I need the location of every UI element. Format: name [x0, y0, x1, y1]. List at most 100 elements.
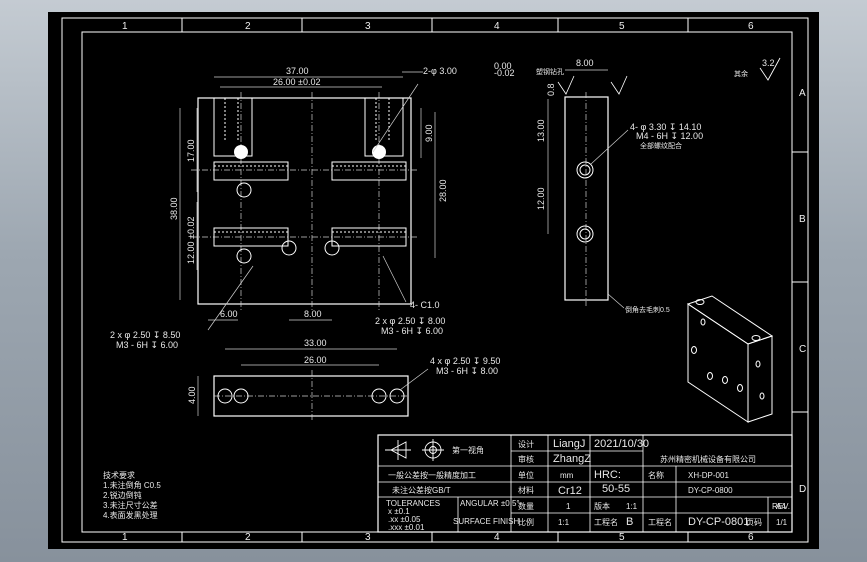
tol-line-2: 未注公差按GB/T	[392, 485, 451, 495]
grid-col-2-bottom: 2	[245, 532, 251, 543]
outer-frame	[61, 17, 809, 543]
drawing-no-2: DY-CP-0801	[688, 516, 749, 528]
note-2: 2.锐边倒钝	[103, 490, 142, 500]
tol-xx: .xx ±0.05	[388, 515, 421, 524]
title-block-grid	[378, 435, 792, 532]
dim-bottom-26: 26.00	[304, 355, 327, 365]
grid-row-d: D	[799, 484, 806, 495]
grid-col-5-top: 5	[619, 21, 625, 32]
grid-col-3-top: 3	[365, 21, 371, 32]
company-name: 苏州精密机械设备有限公司	[660, 454, 756, 464]
side-dim-12: 12.00	[536, 187, 546, 210]
bottom-holes	[217, 388, 405, 404]
dim-right-small: 9.00	[424, 124, 434, 142]
bottom-note-b: M3 - 6H ↧ 8.00	[436, 366, 498, 376]
side-dim-08: 0.8	[546, 83, 556, 96]
grid-labels: 1 2 3 4 5 6 1 2 3 4 5 6 A B C D	[122, 21, 806, 543]
side-view[interactable]: 8.00 13.00 12.00 0.8 4- φ 3.30 ↧ 14.10 M…	[536, 58, 703, 314]
isometric-view[interactable]	[686, 295, 774, 423]
side-note-a: 4- φ 3.30 ↧ 14.10	[630, 122, 701, 132]
grid-col-6-top: 6	[748, 21, 754, 32]
note-chamfer: 4- C1.0	[410, 300, 440, 310]
cad-viewport[interactable]: 1 2 3 4 5 6 1 2 3 4 5 6 A B C D	[48, 12, 819, 549]
sheet-value: 1/1	[776, 518, 788, 527]
roughness-label: 其余	[734, 69, 748, 78]
design-label: 设计	[518, 439, 534, 449]
material-value: Cr12	[558, 485, 582, 497]
dim-lower: 12.00 ±0.02	[186, 217, 196, 264]
dim-bottom-33: 33.00	[304, 338, 327, 348]
grid-col-6-bottom: 6	[748, 532, 754, 543]
front-view-outline	[197, 97, 412, 305]
grid-col-1-top: 1	[122, 21, 128, 32]
note-1: 1.未注倒角 C0.5	[103, 480, 161, 490]
front-view[interactable]: 37.00 26.00 ±0.02 0.00 -0.02 2-φ 3.00 塑钢…	[110, 61, 564, 350]
surface-roughness: 3.2 其余	[734, 57, 781, 81]
dim-overall-width: 37.00	[286, 66, 309, 76]
check-label: 审核	[518, 454, 534, 464]
unit-value: mm	[560, 471, 574, 480]
projection-label: 第一视角	[452, 445, 484, 455]
grid-col-4-bottom: 4	[494, 532, 500, 543]
grid-col-1-bottom: 1	[122, 532, 128, 543]
dim-overall-height: 38.00	[169, 197, 179, 220]
roughness-symbol	[759, 57, 781, 81]
dim-left-6: 6.00	[220, 309, 238, 319]
note-left-a: 2 x φ 2.50 ↧ 8.50	[110, 330, 180, 340]
pin-hole-right	[372, 145, 386, 159]
project-label: 工程名	[594, 517, 618, 527]
unit-label: 单位	[518, 470, 534, 480]
tolerances-label: TOLERANCES	[386, 499, 440, 508]
qty-label: 数量	[518, 501, 534, 511]
side-dim-lines	[547, 69, 629, 309]
side-note-c: 全部螺纹配合	[640, 141, 682, 150]
pin-hole-left	[234, 145, 248, 159]
roughness-value: 3.2	[762, 58, 775, 68]
grid-col-4-top: 4	[494, 21, 500, 32]
dim-hole-spacing: 26.00 ±0.02	[273, 77, 320, 87]
version-label: 版本	[594, 501, 610, 511]
bottom-dim-lines	[197, 348, 429, 416]
tol-x: x ±0.1	[388, 507, 410, 516]
note-right-a: 2 x φ 2.50 ↧ 8.00	[375, 316, 445, 326]
scale-value: 1:1	[558, 518, 570, 527]
grid-col-5-bottom: 5	[619, 532, 625, 543]
scale-value-2: 1:1	[626, 502, 638, 511]
side-dim-width: 8.00	[576, 58, 594, 68]
grid-col-2-top: 2	[245, 21, 251, 32]
projection-symbol	[385, 439, 444, 461]
grid-row-a: A	[799, 88, 806, 99]
dim-mid-8: 8.00	[304, 309, 322, 319]
note-top-cn: 塑钢钻孔	[536, 67, 564, 76]
hrc-label: HRC:	[594, 469, 621, 481]
dim-top-offset-b: -0.02	[494, 68, 515, 78]
grid-col-3-bottom: 3	[365, 532, 371, 543]
rev-label: REV.	[772, 502, 790, 511]
material-label: 材料	[518, 485, 534, 495]
bottom-view[interactable]: 33.00 26.00 4.00 4 x φ 2.50 ↧ 9.50 M3 - …	[187, 338, 500, 422]
title-block[interactable]: 第一视角 一般公差按一般精度加工 未注公差按GB/T TOLERANCES x …	[377, 434, 793, 533]
tol-line-1: 一般公差按一般精度加工	[388, 470, 476, 480]
qty-value: 1	[566, 502, 571, 511]
tol-xxx: .xxx ±0.01	[388, 523, 425, 532]
surface-finish-label: SURFACE FINISH	[453, 517, 519, 526]
front-dim-lines	[179, 71, 436, 331]
grid-ticks	[181, 18, 808, 542]
note-title: 技术要求	[103, 470, 135, 480]
note-left-b: M3 - 6H ↧ 6.00	[116, 340, 178, 350]
roughness-symbol-side-2	[610, 75, 628, 95]
technical-notes: 技术要求 1.未注倒角 C0.5 2.锐边倒钝 3.未注尺寸公差 4.表面发黑处…	[103, 470, 161, 520]
iso-front-face	[687, 303, 749, 423]
drawing-canvas[interactable]: 1 2 3 4 5 6 1 2 3 4 5 6 A B C D	[48, 12, 819, 549]
dim-right-height: 28.00	[438, 179, 448, 202]
angular-label: ANGULAR ±0.5°	[460, 499, 520, 508]
hrc-value: 50-55	[602, 483, 630, 495]
front-centerlines	[191, 92, 418, 312]
size-value: A4	[776, 502, 786, 511]
grid-row-b: B	[799, 214, 806, 225]
note-top: 2-φ 3.00	[423, 66, 457, 76]
dim-upper: 17.00	[186, 139, 196, 162]
date-value: 2021/10/30	[594, 438, 649, 450]
name-label: 名称	[648, 470, 664, 480]
side-threads	[213, 161, 407, 247]
